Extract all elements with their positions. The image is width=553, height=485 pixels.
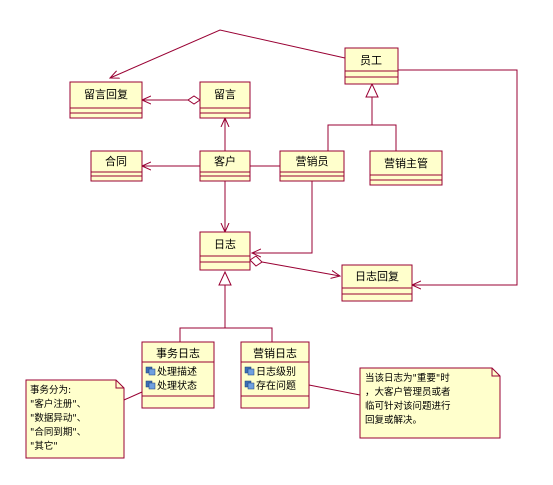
class-name-hetong: 合同 (105, 154, 127, 168)
class-name-yingxiao-rizhi: 营销日志 (253, 346, 297, 360)
assoc-yuangong-rizhihuifu (398, 69, 518, 285)
note-left-line-3: "合同到期"、 (30, 426, 86, 438)
attribute-icon (145, 380, 156, 390)
gen-triangle-yuangong (365, 82, 379, 98)
note-left-line-4: "其它" (30, 440, 58, 452)
class-name-rizhi: 日志 (214, 238, 236, 251)
class-name-liuyan-huifu: 留言回复 (84, 87, 128, 101)
class-name-liuyan: 留言 (214, 88, 236, 101)
note-right-line-1: ，大客户管理员或者 (365, 386, 451, 398)
note-right-line-3: 回复或解决。 (365, 414, 422, 426)
attribute-icon (145, 366, 156, 376)
attr-shiwu-0: 处理描述 (157, 365, 197, 378)
attr-yingxiao-0: 日志级别 (256, 365, 296, 378)
class-name-kehu: 客户 (214, 154, 236, 168)
class-liuyan[interactable]: 留言 (199, 81, 251, 119)
note-left-line-1: "客户注册"、 (30, 398, 86, 410)
attr-yingxiao-1: 存在问题 (256, 379, 296, 392)
class-shiwu-rizhi[interactable]: 事务日志 处理描述 处理状态 (141, 341, 215, 409)
class-yingxiao-zhuguan[interactable]: 营销主管 (369, 150, 443, 186)
gen-shiwurizhi (179, 327, 225, 342)
note-right-line-0: 当该日志为"重要"时 (365, 372, 450, 384)
attribute-icon (244, 366, 255, 376)
class-name-rizhi-huifu: 日志回复 (355, 269, 399, 283)
assoc-yingxiaoyuan-rizhi (252, 181, 313, 253)
note-left[interactable]: 事务分为: "客户注册"、 "数据异动"、 "合同到期"、 "其它" (25, 379, 125, 459)
assoc-yuangong-liuyanhuifu (110, 29, 346, 78)
attr-shiwu-1: 处理状态 (157, 379, 197, 392)
class-yingxiao-rizhi[interactable]: 营销日志 日志级别 存在问题 (240, 341, 310, 409)
note-right[interactable]: 当该日志为"重要"时 ，大客户管理员或者 临可针对该问题进行 回复或解决。 (359, 367, 501, 439)
class-rizhi-huifu[interactable]: 日志回复 (341, 264, 413, 302)
gen-yingxiaozhuguan (372, 124, 397, 151)
note-right-line-2: 临可针对该问题进行 (365, 400, 451, 412)
note-link-right (308, 384, 361, 396)
class-name-shiwu-rizhi: 事务日志 (156, 347, 200, 360)
gen-yingxiaoyuan (327, 124, 372, 151)
class-yingxiaoyuan[interactable]: 营销员 (279, 150, 345, 182)
note-left-line-2: "数据异动"、 (30, 412, 86, 424)
class-kehu[interactable]: 客户 (199, 150, 251, 182)
class-name-yuangong: 员工 (360, 54, 382, 67)
gen-yingxiaorizhi (225, 327, 273, 342)
class-rizhi[interactable]: 日志 (199, 231, 251, 271)
attribute-icon (244, 380, 255, 390)
class-liuyan-huifu[interactable]: 留言回复 (69, 81, 143, 119)
class-name-yingxiao-zhuguan: 营销主管 (384, 156, 428, 170)
aggregation-rizhi-rizhihuifu (261, 261, 340, 276)
gen-triangle-rizhi (218, 270, 232, 286)
class-yuangong[interactable]: 员工 (344, 47, 399, 85)
note-link-left (123, 391, 143, 401)
aggregation-diamond-rizhi (249, 255, 263, 267)
class-name-yingxiaoyuan: 营销员 (296, 154, 329, 168)
note-left-line-0: 事务分为: (30, 384, 71, 396)
aggregation-diamond-liuyan (187, 95, 201, 105)
class-hetong[interactable]: 合同 (90, 150, 143, 182)
